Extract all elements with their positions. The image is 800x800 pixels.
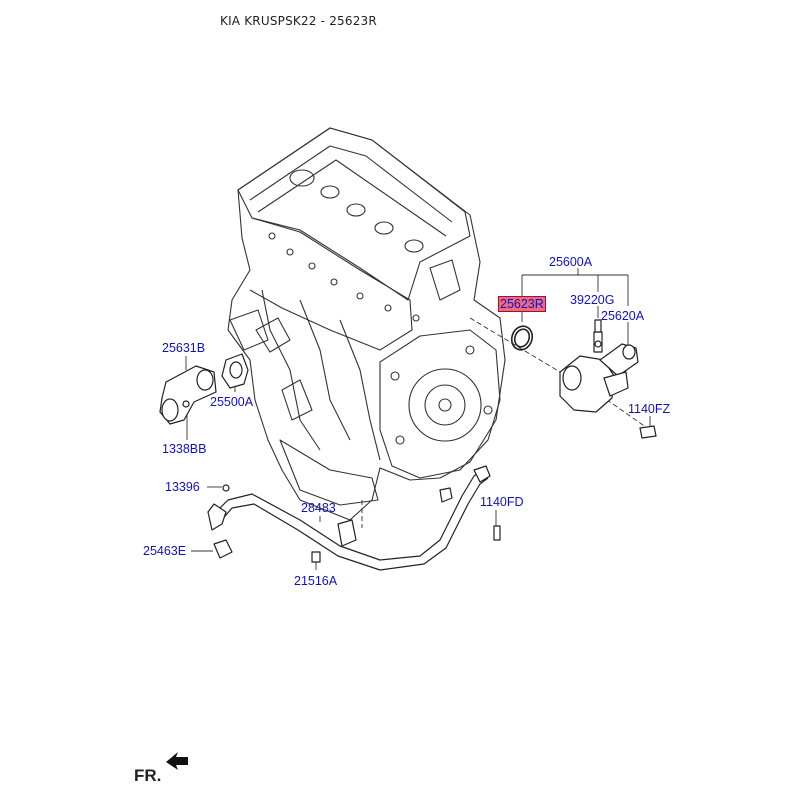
- callout-25600A[interactable]: 25600A: [549, 255, 593, 269]
- o-ring-25623R: [510, 325, 534, 351]
- front-direction-label: FR.: [134, 766, 162, 785]
- callout-1140FD[interactable]: 1140FD: [480, 495, 524, 509]
- diagram-title: KIA KRUSPSK22 - 25623R: [220, 14, 377, 28]
- front-direction-arrow: [166, 752, 188, 770]
- engine-block-drawing: [227, 127, 506, 521]
- callout-39220G[interactable]: 39220G: [570, 293, 615, 307]
- callout-25463E[interactable]: 25463E: [143, 544, 187, 558]
- water-outlet-housing: [559, 319, 657, 439]
- thermostat-housing-left: [159, 353, 249, 425]
- callout-25631B[interactable]: 25631B: [162, 341, 206, 355]
- callout-25623R[interactable]: 25623R: [498, 296, 546, 312]
- callout-25620A[interactable]: 25620A: [601, 309, 645, 323]
- callout-1140FZ[interactable]: 1140FZ: [628, 402, 671, 416]
- callout-25500A[interactable]: 25500A: [210, 395, 254, 409]
- callout-leaders: [185, 268, 651, 570]
- callout-28483[interactable]: 28483: [301, 501, 336, 515]
- coolant-pipe-28483: [207, 465, 501, 571]
- callout-13396[interactable]: 13396: [165, 480, 200, 494]
- callout-21516A[interactable]: 21516A: [294, 574, 338, 588]
- callout-1338BB[interactable]: 1338BB: [162, 442, 207, 456]
